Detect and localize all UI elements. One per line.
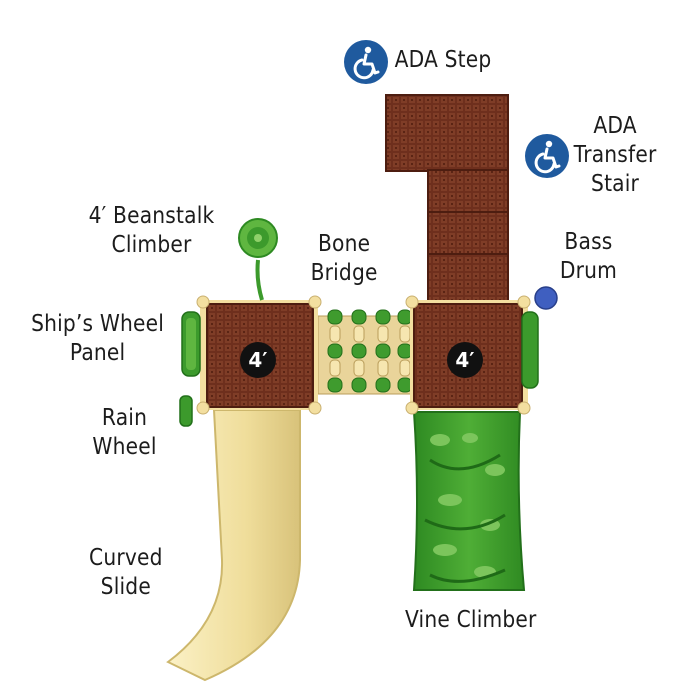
left-deck-height-marker: 4′ (240, 342, 276, 378)
curved-slide-line-2: Slide (100, 574, 151, 600)
curved-slide (166, 409, 301, 682)
bone-bridge-line-2: Bridge (310, 260, 378, 286)
left-deck (196, 295, 322, 415)
bone-bridge-line-1: Bone (317, 231, 371, 257)
bass-drum (534, 286, 558, 310)
beanstalk-climber (238, 218, 278, 301)
ships-wheel-panel-line-2: Panel (69, 340, 126, 366)
ada-transfer-stair-line-2: Transfer (573, 142, 657, 168)
curved-slide-label: Curved Slide (89, 544, 163, 602)
rain-wheel (179, 395, 193, 427)
beanstalk-climber-line-2: Climber (111, 232, 192, 258)
ships-wheel-panel-line-1: Ship’s Wheel (31, 311, 165, 337)
bone-bridge-label: Bone Bridge (311, 230, 378, 288)
wheelchair-icon (525, 134, 569, 178)
bass-drum-label: Bass Drum (560, 228, 617, 286)
right-deck-height-marker: 4′ (447, 342, 483, 378)
ships-wheel-panel-label: Ship’s Wheel Panel (31, 310, 164, 368)
ada-transfer-stair (385, 94, 509, 305)
vine-climber-text: Vine Climber (404, 607, 537, 633)
ada-step-text: ADA Step (394, 47, 492, 73)
ada-step-label: ADA Step (395, 46, 492, 75)
vine-climber (412, 411, 526, 591)
right-side-panel (521, 311, 539, 389)
ada-transfer-stair-label: ADA Transfer Stair (574, 112, 657, 199)
ada-transfer-stair-line-3: Stair (591, 171, 640, 197)
bone-bridge (317, 309, 413, 395)
rain-wheel-label: Rain Wheel (92, 404, 156, 462)
wheelchair-icon (344, 40, 388, 84)
wheelchair-icon-glyph (534, 140, 561, 174)
beanstalk-climber-line-1: 4′ Beanstalk (88, 203, 215, 229)
rain-wheel-line-2: Wheel (92, 434, 157, 460)
rain-wheel-line-1: Rain (101, 405, 148, 431)
bass-drum-line-1: Bass (564, 229, 613, 255)
ships-wheel-panel (181, 311, 201, 377)
wheelchair-icon-glyph (353, 46, 380, 80)
vine-climber-label: Vine Climber (405, 606, 537, 635)
curved-slide-line-1: Curved (89, 545, 163, 571)
bass-drum-line-2: Drum (559, 258, 618, 284)
beanstalk-climber-label: 4′ Beanstalk Climber (89, 202, 215, 260)
ada-transfer-stair-line-1: ADA (593, 113, 637, 139)
